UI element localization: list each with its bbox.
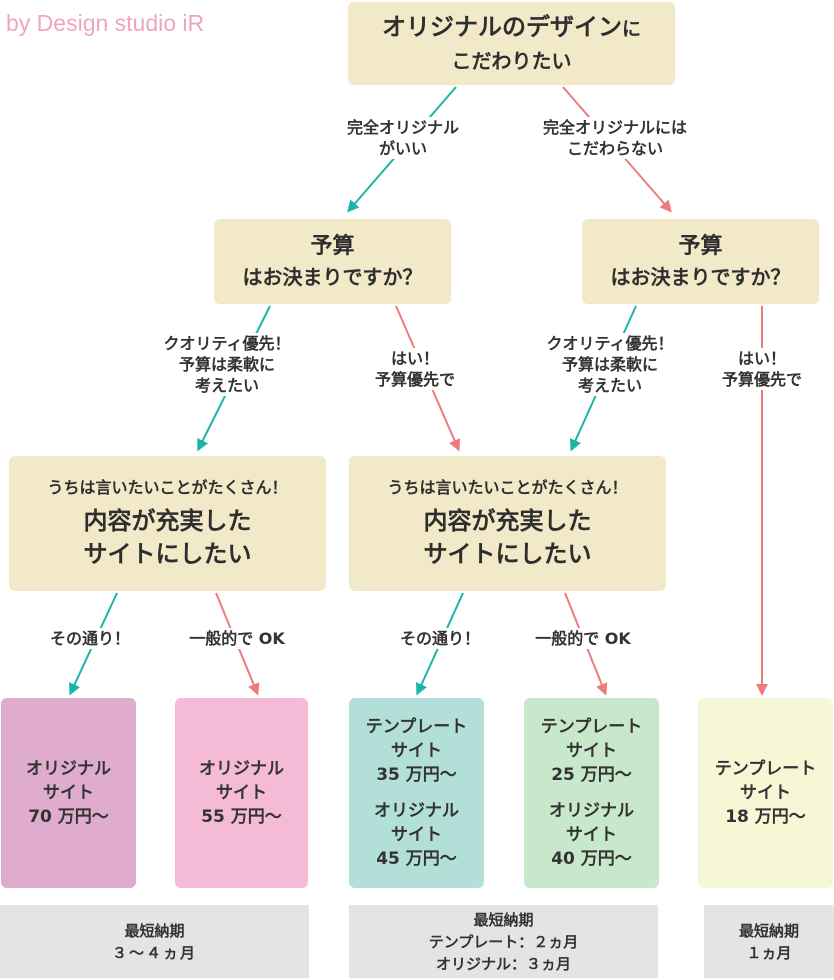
branch-left-label: 完全オリジナル がいい [328, 117, 478, 159]
budget-question-left: 予算 はお決まりですか？ [214, 219, 451, 304]
result-template-18: テンプレート サイト 18 万円〜 [698, 698, 833, 888]
delivery-mid: 最短納期 テンプレート：２ヵ月 オリジナル：３ヵ月 [349, 905, 658, 978]
quality-label-left: クオリティ優先！ 予算は柔軟に 考えたい [142, 333, 312, 396]
delivery-right: 最短納期 １ヵ月 [704, 905, 834, 978]
delivery-left: 最短納期 ３〜４ヵ月 [0, 905, 309, 978]
budget-question-right: 予算 はお決まりですか？ [582, 219, 819, 304]
result-template35-original45: テンプレート サイト 35 万円〜 オリジナル サイト 45 万円〜 [349, 698, 484, 888]
result-template25-original40: テンプレート サイト 25 万円〜 オリジナル サイト 40 万円〜 [524, 698, 659, 888]
content-question-left: うちは言いたいことがたくさん！ 内容が充実した サイトにしたい [9, 456, 326, 591]
general-label-left: 一般的で OK [172, 628, 302, 649]
result-original-55: オリジナル サイト 55 万円〜 [175, 698, 308, 888]
budget-priority-label-right: はい！ 予算優先で [702, 348, 822, 390]
root-line2: こだわりたい [451, 49, 572, 73]
yes-label-right: その通り！ [390, 628, 490, 649]
root-question-node: オリジナルのデザインに こだわりたい [348, 2, 675, 85]
quality-label-right: クオリティ優先！ 予算は柔軟に 考えたい [525, 333, 695, 396]
root-line1: オリジナルのデザイン [381, 13, 622, 41]
credit-text: by Design studio iR [6, 10, 205, 36]
general-label-right: 一般的で OK [518, 628, 648, 649]
result-original-70: オリジナル サイト 70 万円〜 [1, 698, 136, 888]
budget-priority-label-mid: はい！ 予算優先で [355, 348, 475, 390]
branch-right-label: 完全オリジナルには こだわらない [520, 117, 710, 159]
yes-label-left: その通り！ [40, 628, 140, 649]
root-line1-suffix: に [621, 18, 641, 40]
content-question-right: うちは言いたいことがたくさん！ 内容が充実した サイトにしたい [349, 456, 666, 591]
